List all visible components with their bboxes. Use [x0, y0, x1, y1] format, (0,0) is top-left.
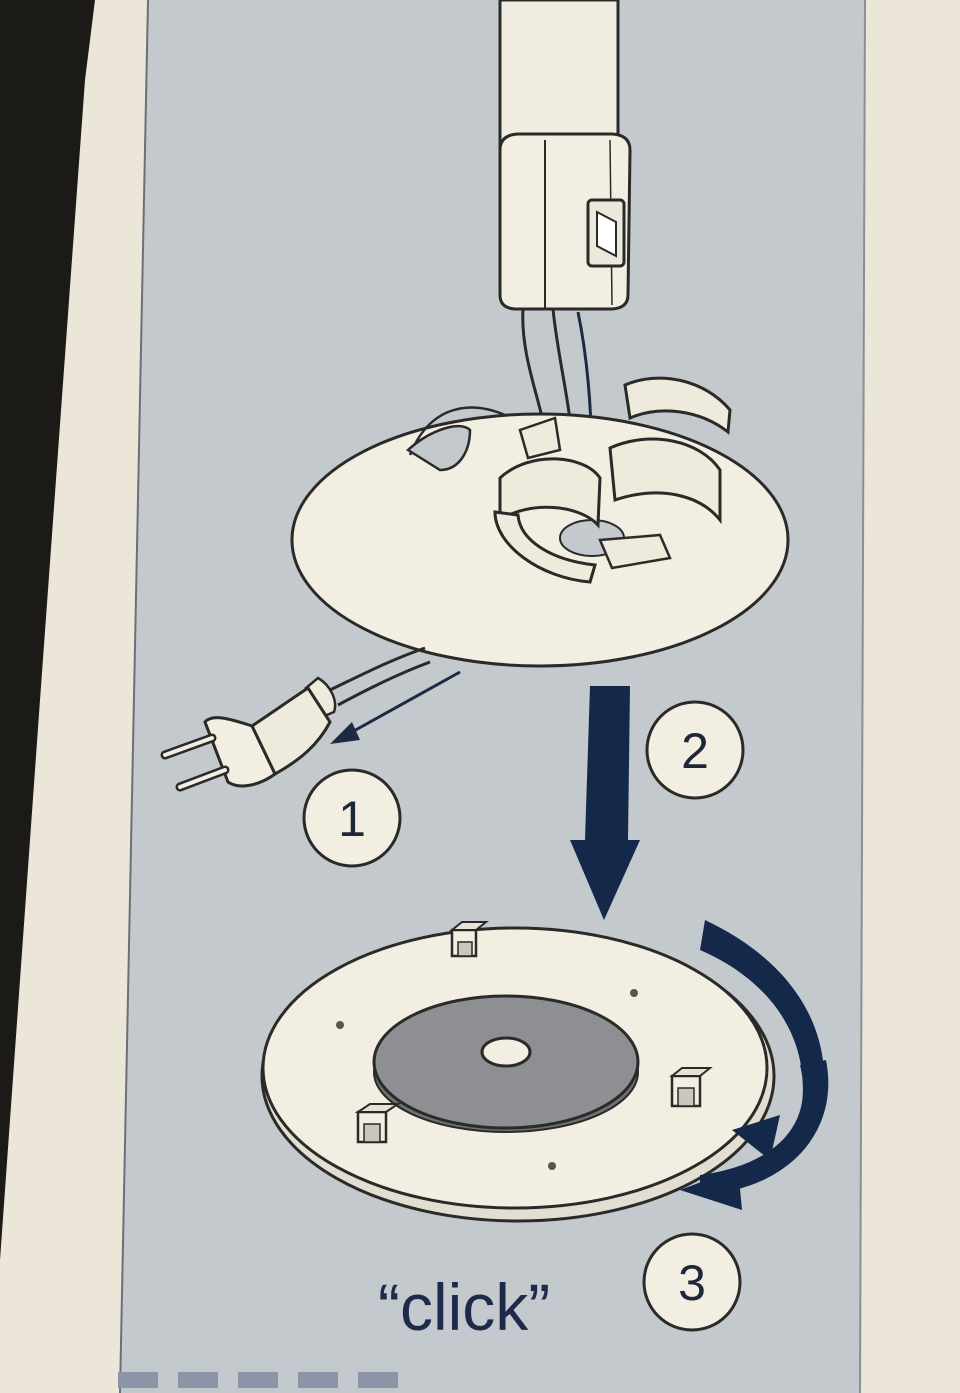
bottom-dash-marks — [118, 1372, 398, 1388]
step-1-arrow-icon — [330, 670, 461, 744]
step-3-badge: 3 — [642, 1232, 742, 1332]
step-3-label: 3 — [678, 1255, 706, 1311]
panel-right-edge — [859, 0, 866, 1393]
lamp-base-icon — [290, 376, 790, 668]
step-2-label: 2 — [681, 723, 709, 779]
plate-tab-icon — [354, 1103, 402, 1144]
rocker-switch-icon — [586, 198, 626, 268]
panel-left-edge — [119, 0, 149, 1393]
plate-tab-icon — [449, 921, 489, 958]
step-1-label: 1 — [338, 791, 366, 847]
step-1-badge: 1 — [302, 768, 402, 868]
step-2-badge: 2 — [645, 700, 745, 800]
lamp-icon — [498, 0, 632, 311]
click-label: “click” — [378, 1270, 550, 1344]
step-2-arrow-icon — [570, 686, 640, 920]
rotate-arrow-icon — [680, 920, 829, 1210]
mounting-plate-icon — [260, 921, 776, 1223]
power-plug-icon — [160, 646, 431, 792]
plate-tab-icon — [669, 1067, 713, 1108]
